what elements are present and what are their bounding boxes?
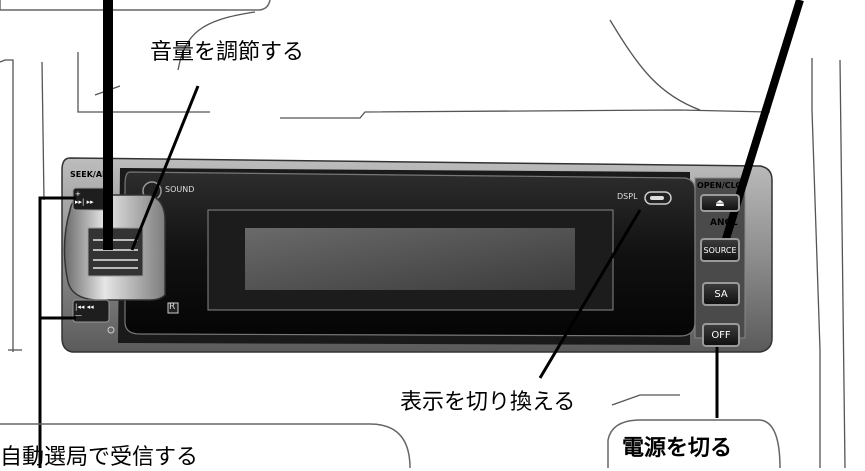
seek-down-icon: |◂◂ ◂◂ —	[75, 303, 94, 319]
remote-sensor	[167, 302, 179, 314]
eject-button[interactable]: ⏏	[700, 194, 740, 212]
callout-power-off: 電源を切る	[622, 436, 733, 461]
sa-button[interactable]: SA	[702, 282, 740, 306]
callout-seek: 自動選局で受信する	[0, 445, 199, 470]
seek-down-button[interactable]	[72, 299, 110, 323]
callout-bubble-top	[0, 0, 271, 11]
callout-bubble-power	[607, 419, 781, 468]
seek-label: SEEK/ALI	[70, 170, 111, 179]
display-window	[245, 228, 575, 290]
source-button[interactable]: SOURCE	[700, 238, 740, 262]
remote-sensor-label: R	[169, 302, 176, 312]
off-button[interactable]: OFF	[702, 323, 740, 347]
callout-display: 表示を切り換える	[400, 390, 576, 415]
open-close-label: OPEN/CLO	[697, 181, 743, 190]
leader-lines	[38, 0, 804, 468]
seek-up-icon: + ▸▸| ▸▸	[75, 190, 94, 206]
callout-volume: 音量を調節する	[150, 40, 305, 65]
callout-bubble-seek	[0, 423, 411, 468]
head-unit	[61, 157, 773, 353]
sound-label: SOUND	[165, 185, 195, 194]
dashboard-outline	[0, 11, 846, 468]
eject-icon: ⏏	[715, 197, 725, 209]
angle-label: ANGL	[710, 218, 738, 228]
dspl-label: DSPL	[617, 192, 638, 201]
